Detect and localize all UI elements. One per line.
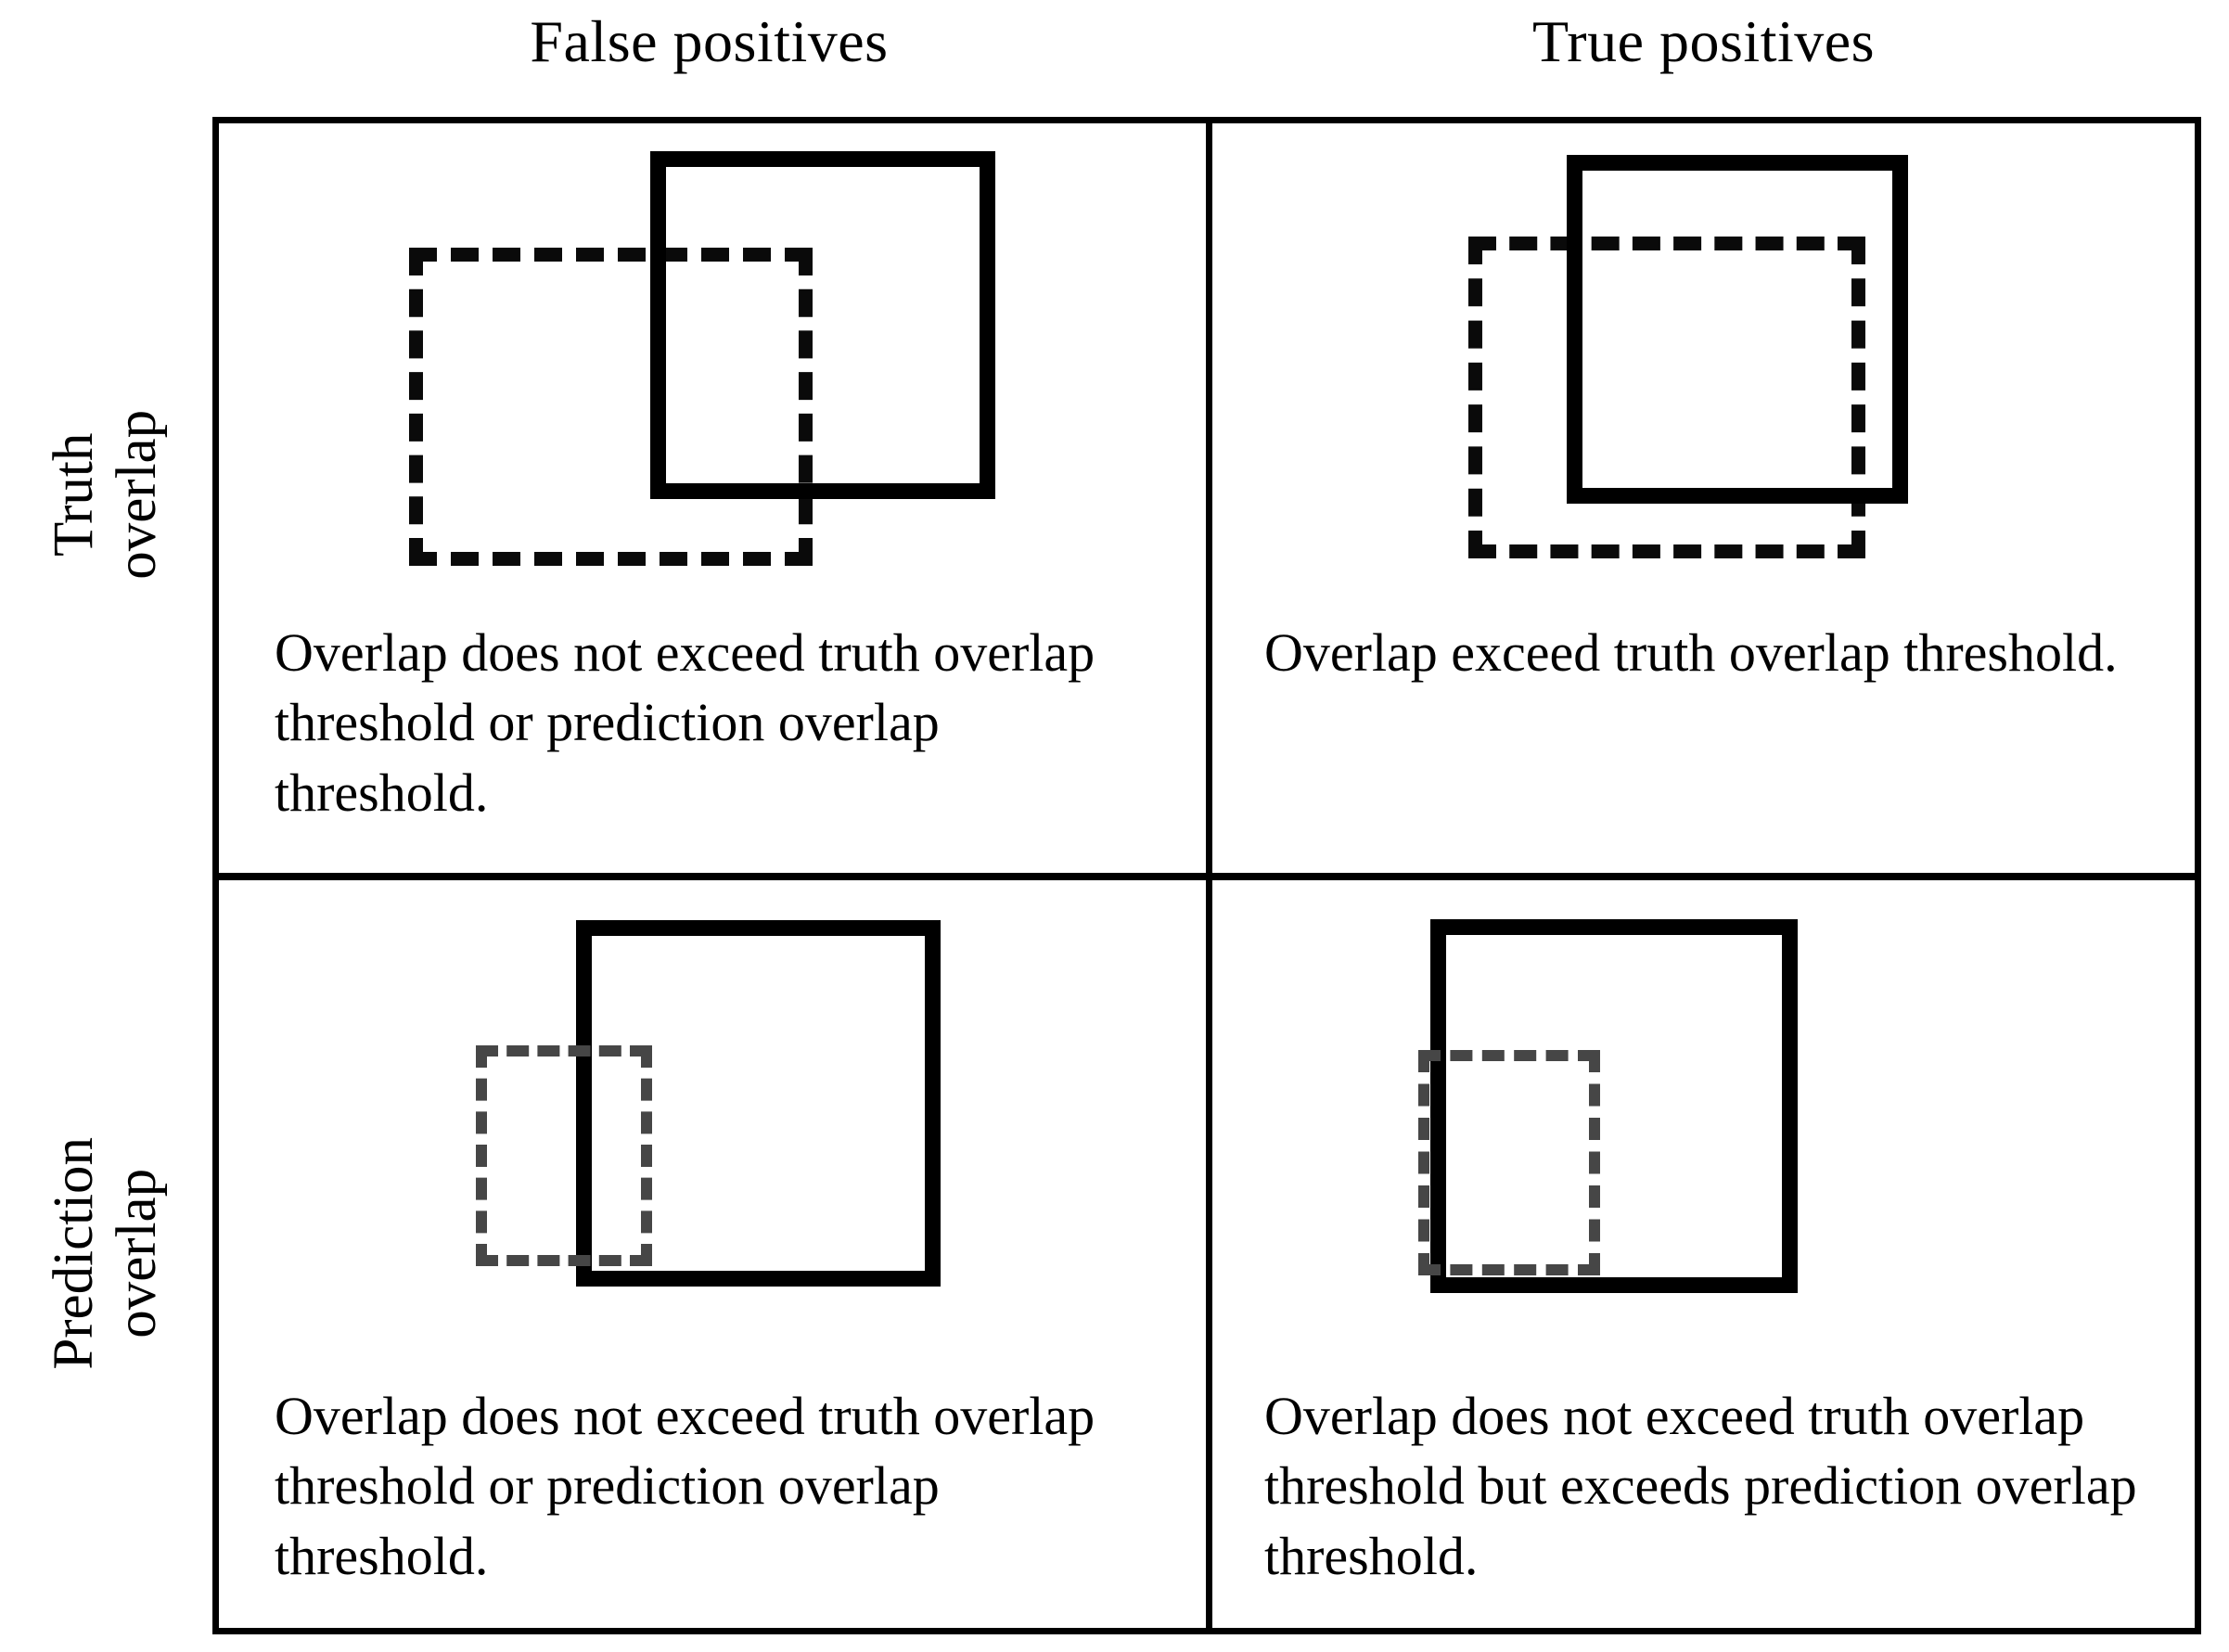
- row-header-truth-overlap-text: Truth overlap: [43, 410, 170, 580]
- ground-truth-box: [476, 1045, 652, 1266]
- prediction-box: [576, 920, 941, 1287]
- cell-caption: Overlap does not exceed truth overlap th…: [1264, 1386, 2137, 1586]
- row-header-prediction-overlap-line1: Prediction: [43, 1137, 106, 1370]
- cell-truth-overlap-true-positives: Overlap exceed truth overlap threshold.: [1212, 123, 2201, 873]
- prediction-box: [650, 151, 995, 499]
- ground-truth-box: [1418, 1050, 1600, 1275]
- cell-caption: Overlap does not exceed truth overlap th…: [275, 622, 1095, 823]
- matrix-grid: Overlap does not exceed truth overlap th…: [212, 117, 2201, 1634]
- row-header-truth-overlap-line1: Truth: [43, 432, 106, 557]
- cell-truth-overlap-false-positives: Overlap does not exceed truth overlap th…: [219, 123, 1206, 873]
- row-header-prediction-overlap-text: Prediction overlap: [43, 1137, 170, 1370]
- column-header-true-positives: True positives: [1531, 8, 1876, 74]
- grid-horizontal-divider: [219, 873, 2195, 880]
- prediction-box: [1430, 919, 1798, 1293]
- row-header-truth-overlap: Truth overlap: [0, 117, 212, 873]
- cell-caption: Overlap exceed truth overlap threshold.: [1264, 622, 2118, 683]
- row-header-prediction-overlap-line2: overlap: [106, 1169, 169, 1338]
- column-header-false-positives: False positives: [530, 8, 889, 74]
- prediction-box: [1567, 155, 1908, 504]
- cell-prediction-overlap-false-positives: Overlap does not exceed truth overlap th…: [219, 880, 1206, 1634]
- row-header-truth-overlap-line2: overlap: [106, 410, 169, 580]
- cell-prediction-overlap-true-positives: Overlap does not exceed truth overlap th…: [1212, 880, 2201, 1634]
- cell-caption: Overlap does not exceed truth overlap th…: [275, 1386, 1095, 1586]
- row-header-prediction-overlap: Prediction overlap: [0, 873, 212, 1634]
